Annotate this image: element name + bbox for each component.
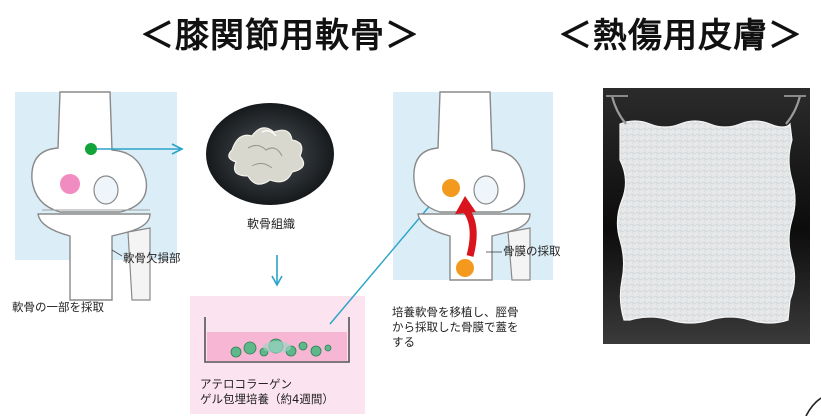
gel-culture-caption: アテロコラーゲン ゲル包埋培養（約4週間） (200, 377, 334, 407)
arrow-down-icon (271, 255, 283, 287)
defect-caption: 軟骨欠損部 (123, 251, 181, 265)
knee-cartilage-heading: ＜膝関節用軟骨＞ (140, 16, 420, 56)
periosteum-caption: 骨膜の採取 (503, 244, 561, 258)
arrow-right-icon (97, 143, 184, 155)
burn-skin-heading: ＜熱傷用皮膚＞ (558, 16, 803, 56)
defect-leader-line (111, 249, 123, 257)
transplant-caption-line: から採取した骨膜で蓋を (392, 320, 519, 334)
arrow-up-curved-icon (455, 196, 477, 257)
culture-dish-illustration (204, 317, 350, 363)
gel-caption-line: アテロコラーゲン (200, 377, 292, 391)
periosteum-harvest-marker (456, 259, 474, 277)
tissue-caption: 軟骨組織 (247, 217, 296, 231)
harvest-site-marker (85, 143, 97, 155)
gel-caption-line: ゲル包埋培養（約4週間） (200, 392, 334, 406)
corner-curve (805, 397, 821, 416)
cartilage-defect-marker (60, 174, 80, 194)
transplant-caption-line: 培養軟骨を移植し、脛骨 (392, 305, 519, 319)
transplant-site-marker (442, 179, 460, 197)
transplant-caption-line: する (392, 335, 415, 349)
cartilage-tissue-photo (206, 103, 334, 205)
harvest-caption: 軟骨の一部を採取 (12, 300, 104, 314)
burn-skin-photo (603, 88, 810, 344)
knee-bone-left-illustration (31, 91, 151, 301)
transplant-caption: 培養軟骨を移植し、脛骨 から採取した骨膜で蓋を する (392, 305, 519, 350)
